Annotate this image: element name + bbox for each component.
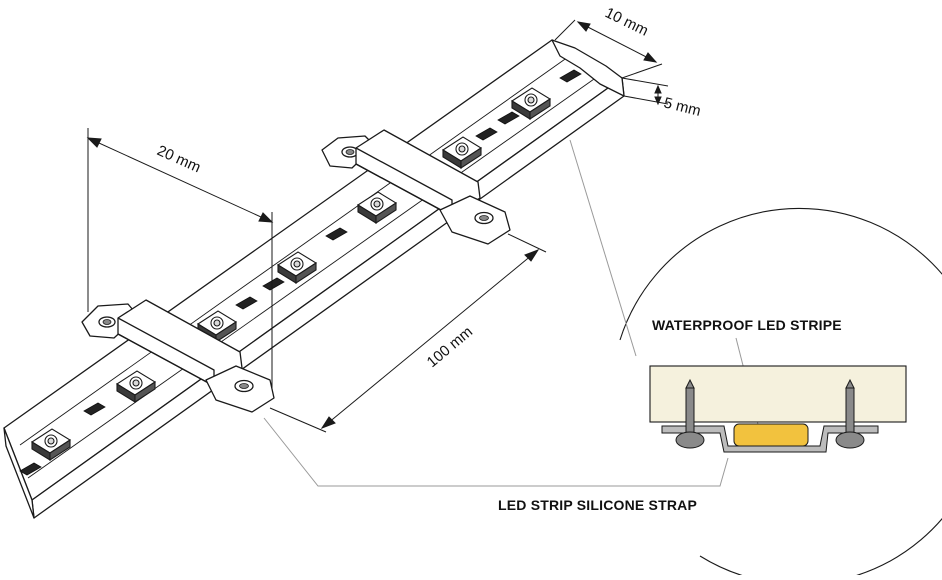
strip-end-face xyxy=(3,427,35,519)
resistor xyxy=(559,69,582,83)
callout-waterproof-stripe: WATERPROOF LED STRIPE xyxy=(652,317,842,333)
strip-channel-line xyxy=(27,71,605,479)
mounting-strap xyxy=(661,425,879,453)
screw-right xyxy=(835,378,865,449)
silicone-strap-lower xyxy=(81,299,275,413)
label-length: 100 mm xyxy=(424,323,476,371)
resistor xyxy=(19,462,42,476)
led-chips xyxy=(30,87,552,462)
led-5 xyxy=(196,310,238,344)
resistor xyxy=(475,127,498,141)
silicone-strap-upper xyxy=(321,129,511,245)
led-3 xyxy=(356,191,398,225)
led-4 xyxy=(276,251,318,285)
screw-left xyxy=(675,378,705,449)
dimension-line-width xyxy=(577,21,657,63)
led-7 xyxy=(30,428,72,462)
dimension-line-clip-spacing xyxy=(87,137,273,223)
led-6 xyxy=(115,370,157,404)
resistor xyxy=(235,296,258,310)
leader-line-strap xyxy=(263,417,729,487)
led-2 xyxy=(441,136,483,170)
label-width: 10 mm xyxy=(602,4,651,39)
dimension-line-length xyxy=(321,249,539,429)
callout-silicone-strap: LED STRIP SILICONE STRAP xyxy=(498,497,697,513)
leader-line-stripe xyxy=(569,139,637,357)
resistor xyxy=(497,111,520,125)
resistor xyxy=(83,402,106,416)
cross-section xyxy=(649,365,907,453)
dimension-lines xyxy=(86,19,669,433)
label-height: 5 mm xyxy=(662,94,702,120)
led-chip-cross-section xyxy=(733,423,809,447)
resistor xyxy=(325,227,348,241)
led-1 xyxy=(510,87,552,121)
detail-view: WATERPROOF LED STRIPE LED STRIP SILICONE… xyxy=(263,139,942,580)
strip-channel-line xyxy=(19,56,569,446)
strip-front-face xyxy=(31,77,625,519)
